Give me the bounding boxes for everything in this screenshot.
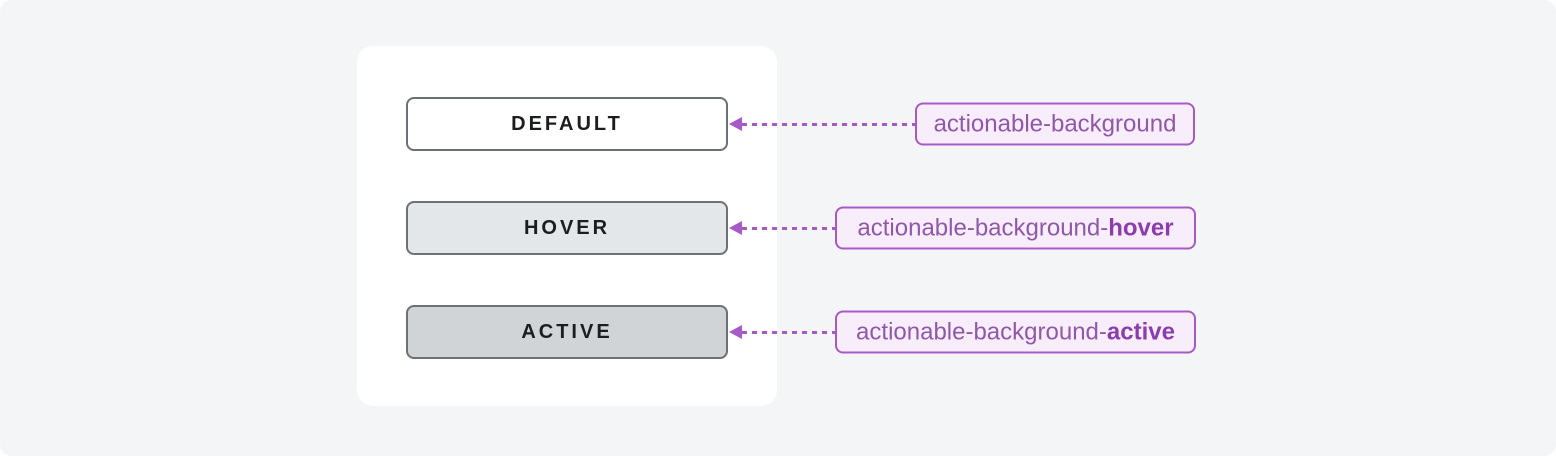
state-row-active: ACTIVE actionable-background-active [0,305,1556,359]
arrow-left-icon [729,117,742,131]
state-row-default: DEFAULT actionable-background [0,97,1556,151]
dotted-line [742,330,835,334]
hover-state-button[interactable]: HOVER [406,201,728,255]
token-badge-hover: actionable-background-hover [835,206,1196,250]
active-state-button[interactable]: ACTIVE [406,305,728,359]
connector-hover [729,221,835,235]
token-name: actionable-background- [857,214,1109,241]
default-state-button[interactable]: DEFAULT [406,97,728,151]
state-row-hover: HOVER actionable-background-hover [0,201,1556,255]
arrow-left-icon [729,221,742,235]
token-badge-active: actionable-background-active [835,310,1196,354]
token-name: actionable-background- [856,318,1107,345]
dotted-line [742,122,915,126]
connector-default [729,117,915,131]
arrow-left-icon [729,325,742,339]
token-name: actionable-background [933,110,1177,137]
token-state-suffix: hover [1108,214,1174,241]
token-badge-default: actionable-background [915,102,1195,146]
connector-active [729,325,835,339]
dotted-line [742,226,835,230]
token-state-suffix: active [1106,318,1175,345]
